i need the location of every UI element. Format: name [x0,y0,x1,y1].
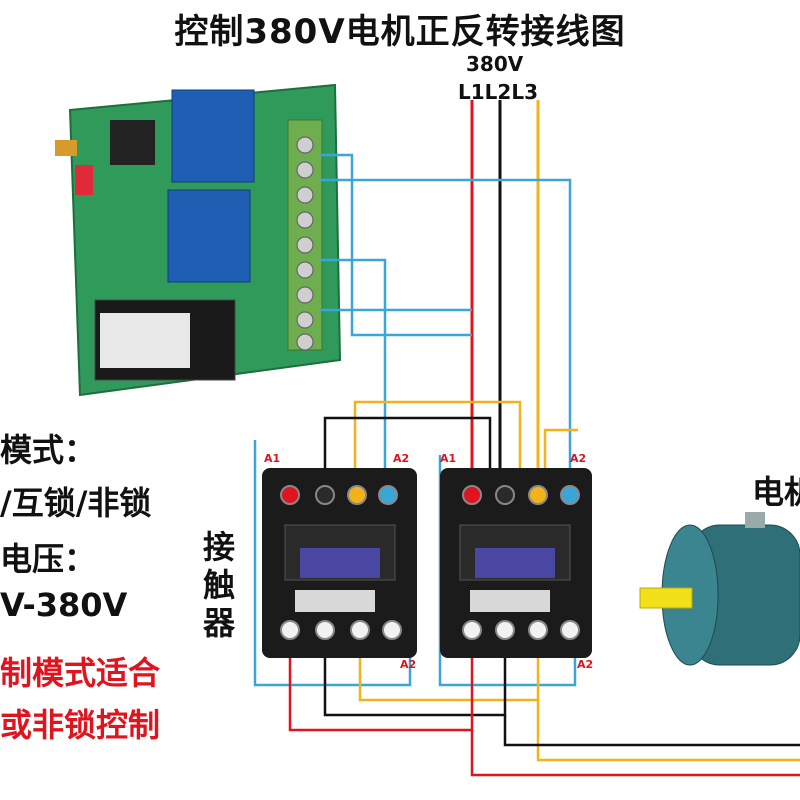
contactor-char-2: 触 [203,566,236,604]
a1-label-right: A1 [440,452,457,465]
voltage-range: V-380V [0,586,128,624]
a2-label-left-top: A2 [393,452,410,465]
mode-label: 模式： [0,431,97,469]
relay-icon [171,89,255,183]
contactor-right [440,468,592,658]
relay-icon [167,189,251,283]
note-line-2: 或非锁控制 [0,706,161,744]
page-title: 控制380V电机正反转接线图 [174,12,626,52]
motor-label: 电机 [752,473,800,511]
contactor-char-3: 器 [203,604,236,642]
contactor-char-1: 接 [203,528,236,566]
contactor-left [262,468,417,658]
relay-board [55,83,342,397]
antenna-connector-icon [55,140,77,156]
a2-label-right-bottom: A2 [577,658,594,671]
supply-voltage-label: 380V [466,52,524,76]
a2-label-right-top: A2 [570,452,587,465]
mode-options: /互锁/非锁 [0,484,152,522]
voltage-label: 电压： [0,540,97,578]
a2-label-left-bottom: A2 [400,658,417,671]
note-line-1: 制模式适合 [0,654,161,692]
a1-label-left: A1 [264,452,281,465]
motor-icon [639,512,800,666]
